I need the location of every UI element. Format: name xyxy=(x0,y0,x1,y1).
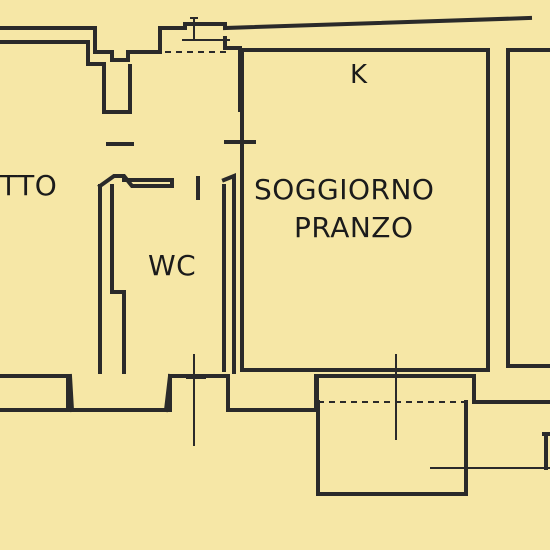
door-mark-balcony xyxy=(317,354,397,440)
wall-balcony xyxy=(316,400,468,496)
wall-wc-top xyxy=(97,174,174,189)
wall-wc-right xyxy=(221,173,236,374)
room-label-living-line2: PRANZO xyxy=(294,211,414,244)
door-mark-bottom xyxy=(186,354,206,446)
wall-top-inner xyxy=(0,36,242,114)
room-label-letto: TTO xyxy=(0,169,58,202)
door-mark-top xyxy=(182,17,230,41)
room-label-kitchen: K xyxy=(350,60,368,90)
wall-wc-left xyxy=(98,184,126,374)
wall-corridor-marks xyxy=(106,140,256,146)
wall-top xyxy=(0,15,533,62)
wall-living-outline xyxy=(240,48,490,372)
wall-bottom-band xyxy=(0,374,550,412)
wall-right-bottom xyxy=(542,432,550,470)
room-label-bathroom: WC xyxy=(148,249,197,282)
wall-right-column xyxy=(506,48,550,368)
wall-bottom-inner xyxy=(0,373,173,413)
room-label-living-line1: SOGGIORNO xyxy=(254,173,435,206)
